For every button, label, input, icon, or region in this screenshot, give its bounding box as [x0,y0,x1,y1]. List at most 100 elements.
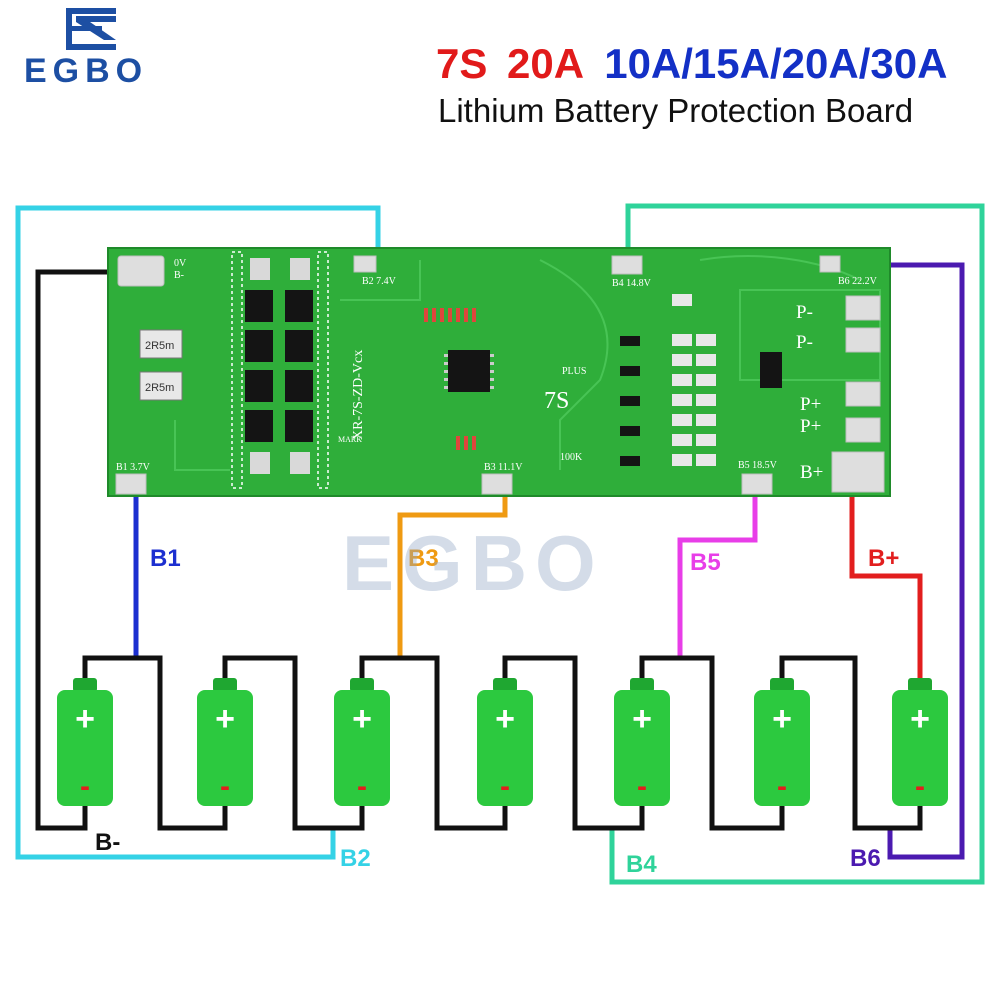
battery-plus-sign: + [910,700,930,738]
wire-b6 [887,262,965,860]
shunt-label-2: 2R5m [145,382,174,394]
label-b4: B4 [626,851,657,878]
board-center-label: 7S [544,388,569,414]
pad-b6 [819,255,841,273]
smd-column [620,294,716,466]
heading-variants: 10A/15A/20A/30A [604,40,947,87]
shunt-resistors: 2R5m 2R5m [139,329,183,401]
board-mark-label: MARK [338,435,362,444]
battery-plus-sign: + [772,700,792,738]
label-b-plus: B+ [868,545,899,572]
protection-board: 2R5m 2R5m [107,247,891,497]
pad-label-0v: 0V [174,258,187,269]
series-links [82,655,923,831]
shunt-label-1: 2R5m [145,340,174,352]
pad-p-minus-2 [845,327,881,353]
pad-label-p-plus-2: P+ [800,416,821,437]
pad-label-b3: B3 11.1V [484,462,523,473]
battery-body-icon [892,690,948,806]
pad-b4 [611,255,643,275]
label-b5: B5 [690,549,721,576]
battery-cap-icon [350,678,374,692]
heading-model: 7S [436,40,487,87]
control-ic [448,350,490,392]
battery-cap-icon [630,678,654,692]
battery-body-icon [477,690,533,806]
label-b6: B6 [850,845,881,872]
pad-label-b-plus: B+ [800,462,823,483]
battery-cells: +-+-+-+-+-+-+- [57,678,948,806]
heading-current: 20A [507,40,584,87]
battery-minus-sign: - [777,770,787,803]
wire-b-minus [35,269,130,831]
battery-cap-icon [213,678,237,692]
battery-minus-sign: - [220,770,230,803]
battery-plus-sign: + [352,700,372,738]
pad-label-b4: B4 14.8V [612,278,652,289]
board-resistor-label: 100K [560,452,583,463]
battery-plus-sign: + [495,700,515,738]
logo-text: EGBO [24,52,148,90]
board-traces [174,255,881,471]
pad-b2 [353,255,377,273]
board-silkscreen: 0V B- B1 3.7V B2 7.4V B3 11.1V B4 14.8V … [116,258,878,483]
pad-0v [117,255,165,287]
small-pads [250,258,310,474]
battery-cap-icon [770,678,794,692]
battery-cell: +- [754,678,810,806]
output-transistor [760,352,782,388]
wire-labels: B1 B3 B5 B+ B- B2 B4 B6 [95,545,899,878]
pad-label-b1: B1 3.7V [116,462,151,473]
pad-b-plus [831,451,885,493]
battery-minus-sign: - [915,770,925,803]
battery-cap-icon [493,678,517,692]
battery-minus-sign: - [637,770,647,803]
battery-plus-sign: + [632,700,652,738]
pad-label-p-plus-1: P+ [800,394,821,415]
battery-body-icon [57,690,113,806]
red-components [424,308,476,450]
battery-cell: +- [334,678,390,806]
wires [15,203,985,885]
board-part-number: XR-7S-ZD-Vcx [351,350,366,440]
battery-plus-sign: + [75,700,95,738]
heading-title: 7S 20A 10A/15A/20A/30A [436,40,947,87]
battery-minus-sign: - [500,770,510,803]
battery-cell: +- [892,678,948,806]
mosfet-array [245,290,313,442]
battery-body-icon [197,690,253,806]
egbo-logo: EGBO [24,8,148,90]
label-b2: B2 [340,845,371,872]
label-b-minus: B- [95,829,120,856]
battery-minus-sign: - [80,770,90,803]
battery-cell: +- [57,678,113,806]
pad-label-bminus: B- [174,270,184,281]
board-plus-label: PLUS [562,366,586,377]
battery-cell: +- [197,678,253,806]
battery-cap-icon [908,678,932,692]
battery-cell: +- [614,678,670,806]
pad-label-b6: B6 22.2V [838,276,878,287]
pad-p-minus-1 [845,295,881,321]
pad-label-p-minus-1: P- [796,302,813,323]
wire-b2 [15,205,381,860]
pad-b1 [115,473,147,495]
wire-b3 [397,486,508,658]
pad-b3 [481,473,513,495]
battery-minus-sign: - [357,770,367,803]
battery-body-icon [614,690,670,806]
pad-p-plus-2 [845,417,881,443]
pad-label-p-minus-2: P- [796,332,813,353]
pad-label-b2: B2 7.4V [362,276,397,287]
pad-b5 [741,473,773,495]
battery-body-icon [754,690,810,806]
battery-body-icon [334,690,390,806]
wire-b-plus [849,484,923,690]
battery-plus-sign: + [215,700,235,738]
label-b3: B3 [408,545,439,572]
board-pads [115,255,885,495]
pad-label-b5: B5 18.5V [738,460,778,471]
label-b1: B1 [150,545,181,572]
